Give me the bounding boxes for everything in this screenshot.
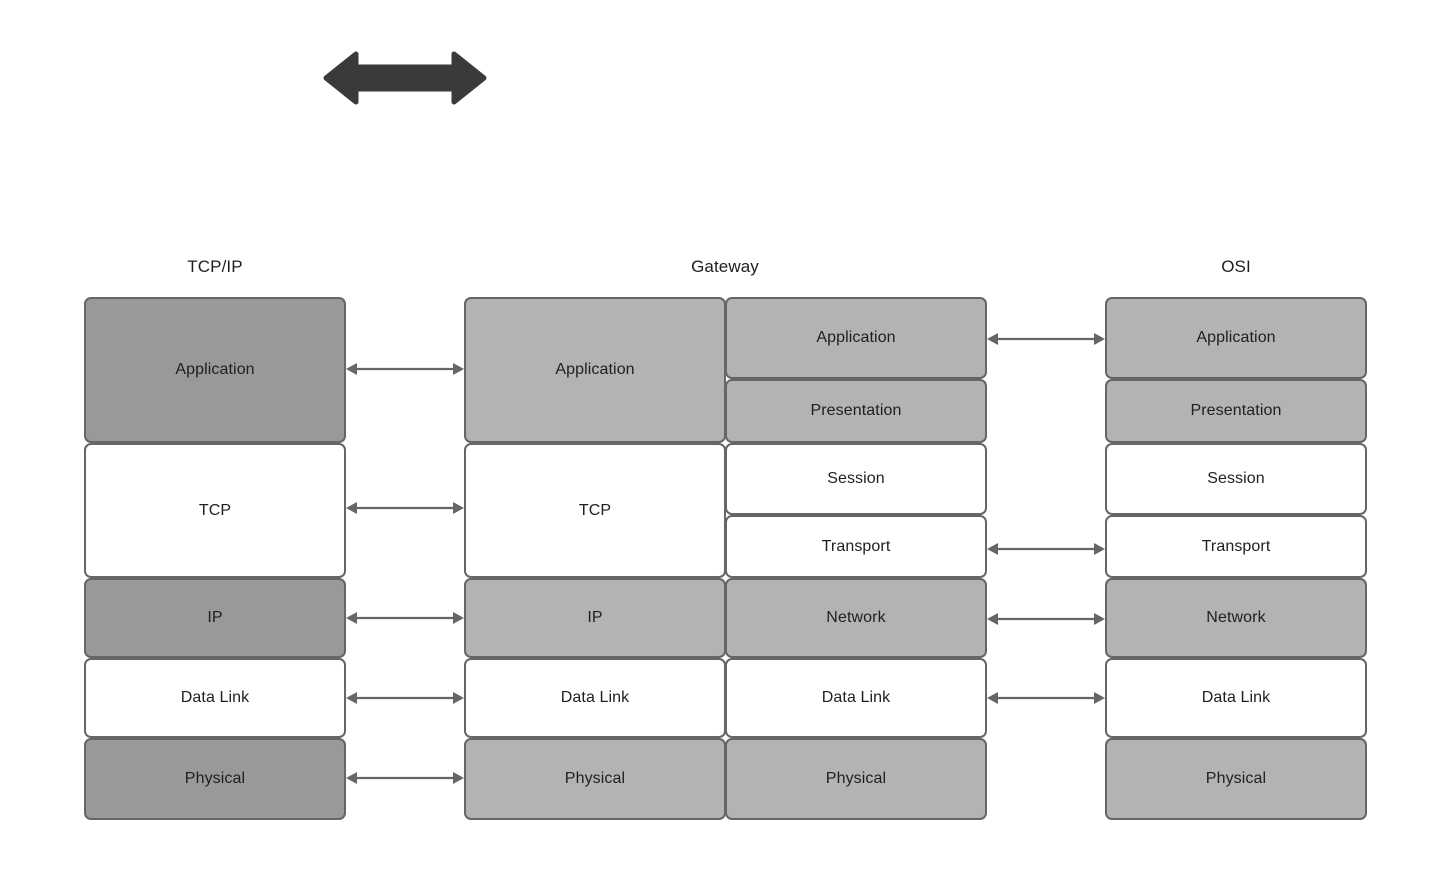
column-header-tcp-ip: TCP/IP <box>187 257 243 276</box>
connector-tcpip-gateway-data-link <box>346 687 464 709</box>
layer-label: TCP <box>578 501 612 519</box>
connector-gateway-osi-data-link <box>987 687 1105 709</box>
layer-box-gateway-right-transport[interactable]: Transport <box>725 515 987 578</box>
connector-gateway-osi-network <box>987 608 1105 630</box>
layer-label: Network <box>1206 609 1266 626</box>
layer-label: Application <box>816 329 896 346</box>
layer-box-osi-data-link[interactable]: Data Link <box>1105 658 1367 738</box>
layer-box-osi-session[interactable]: Session <box>1105 443 1367 515</box>
layer-box-gateway-right-application[interactable]: Application <box>725 297 987 379</box>
layer-label: IP <box>587 609 603 626</box>
layer-label: Session <box>1207 470 1265 487</box>
layer-box-gateway-left-ip[interactable]: IP <box>464 578 726 658</box>
bidirectional-flow-arrow <box>322 50 488 106</box>
layer-box-gateway-right-physical[interactable]: Physical <box>725 738 987 820</box>
connector-tcpip-gateway-ip <box>346 607 464 629</box>
connector-tcpip-gateway-application <box>346 358 464 380</box>
layer-box-tcpip-tcp[interactable]: TCP <box>84 443 346 578</box>
layer-box-gateway-right-data-link[interactable]: Data Link <box>725 658 987 738</box>
layer-label: TCP <box>198 501 232 519</box>
layer-box-gateway-left-physical[interactable]: Physical <box>464 738 726 820</box>
layer-box-tcpip-ip[interactable]: IP <box>84 578 346 658</box>
layer-box-gateway-left-tcp[interactable]: TCP <box>464 443 726 578</box>
layer-box-osi-application[interactable]: Application <box>1105 297 1367 379</box>
layer-label: Data Link <box>180 689 250 706</box>
layer-label: Presentation <box>1190 402 1282 419</box>
layer-label: Data Link <box>821 689 891 706</box>
connector-gateway-osi-application <box>987 328 1105 350</box>
connector-tcpip-gateway-tcp <box>346 497 464 519</box>
layer-box-gateway-left-application[interactable]: Application <box>464 297 726 443</box>
layer-box-tcpip-application[interactable]: Application <box>84 297 346 443</box>
layer-label: Data Link <box>560 689 630 706</box>
layer-label: Presentation <box>810 402 902 419</box>
column-header-osi: OSI <box>1221 257 1251 276</box>
layer-box-gateway-left-data-link[interactable]: Data Link <box>464 658 726 738</box>
connector-gateway-osi-transport <box>987 538 1105 560</box>
layer-label: Session <box>827 470 885 487</box>
layer-box-gateway-right-presentation[interactable]: Presentation <box>725 379 987 443</box>
layer-box-gateway-right-session[interactable]: Session <box>725 443 987 515</box>
layer-label: Transport <box>1201 537 1271 555</box>
layer-box-osi-presentation[interactable]: Presentation <box>1105 379 1367 443</box>
layer-label: Physical <box>184 770 246 787</box>
layer-label: IP <box>207 609 223 626</box>
connector-tcpip-gateway-physical <box>346 767 464 789</box>
layer-box-osi-transport[interactable]: Transport <box>1105 515 1367 578</box>
layer-label: Physical <box>825 770 887 787</box>
layer-label: Physical <box>564 770 626 787</box>
layer-label: Transport <box>821 537 891 555</box>
layer-label: Application <box>1196 329 1276 346</box>
layer-box-tcpip-data-link[interactable]: Data Link <box>84 658 346 738</box>
layer-label: Application <box>555 361 635 378</box>
layer-box-gateway-right-network[interactable]: Network <box>725 578 987 658</box>
layer-box-osi-network[interactable]: Network <box>1105 578 1367 658</box>
layer-label: Data Link <box>1201 689 1271 706</box>
column-header-gateway: Gateway <box>691 257 759 276</box>
layer-box-osi-physical[interactable]: Physical <box>1105 738 1367 820</box>
layer-box-tcpip-physical[interactable]: Physical <box>84 738 346 820</box>
layer-label: Application <box>175 361 255 378</box>
layer-label: Network <box>826 609 886 626</box>
layer-label: Physical <box>1205 770 1267 787</box>
